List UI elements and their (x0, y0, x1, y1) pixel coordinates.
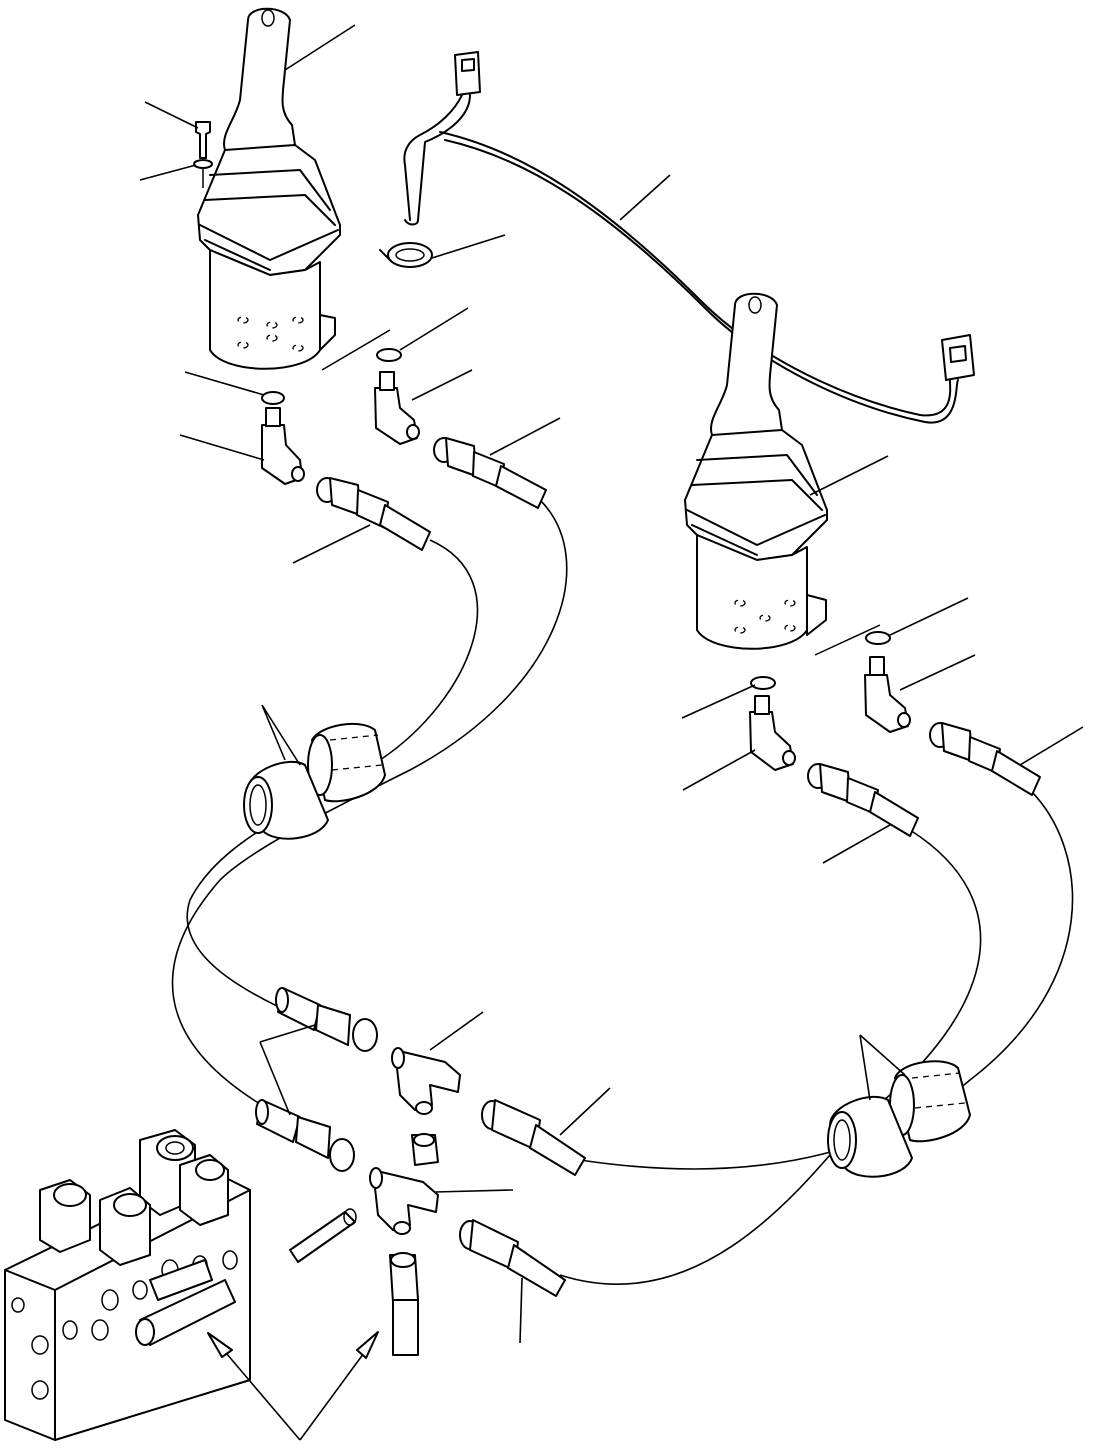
hose-end-left-a (316, 477, 431, 551)
joystick-left-body (209, 249, 321, 370)
o-ring-icon (376, 348, 402, 362)
leader-lines (139, 24, 1084, 1441)
hose-end-left-b (433, 437, 547, 509)
o-ring-icon (865, 631, 891, 645)
o-ring-icon (750, 676, 776, 690)
joystick-right (684, 292, 1041, 837)
tee-fitting-icon (372, 1169, 439, 1231)
joystick-right-grip (710, 292, 783, 448)
joystick-right-body (696, 534, 808, 650)
hose-right-inner (559, 829, 982, 1286)
hose-end-right-b (929, 722, 1041, 796)
bolt-icon (195, 121, 211, 159)
joystick-left (193, 7, 547, 551)
tee-fitting-icon (394, 1049, 461, 1111)
solenoid-icon (39, 1129, 229, 1266)
joystick-left-grip (223, 7, 296, 163)
hose-end-right-a (807, 763, 919, 837)
hose-left-inner (171, 499, 568, 1111)
valve-block (4, 1129, 251, 1441)
wire-harness (379, 51, 975, 424)
grip-hole (261, 9, 275, 27)
hose-sleeves-left (243, 704, 386, 840)
o-ring-icon (261, 391, 285, 405)
hose-lines (171, 499, 1074, 1286)
hose-right-outer (579, 789, 1074, 1170)
connector-icon (454, 51, 481, 96)
hose-sleeves-right (827, 1034, 971, 1178)
clamp-icon (387, 242, 433, 268)
washer-icon (193, 159, 213, 169)
tee-fittings (255, 987, 586, 1356)
